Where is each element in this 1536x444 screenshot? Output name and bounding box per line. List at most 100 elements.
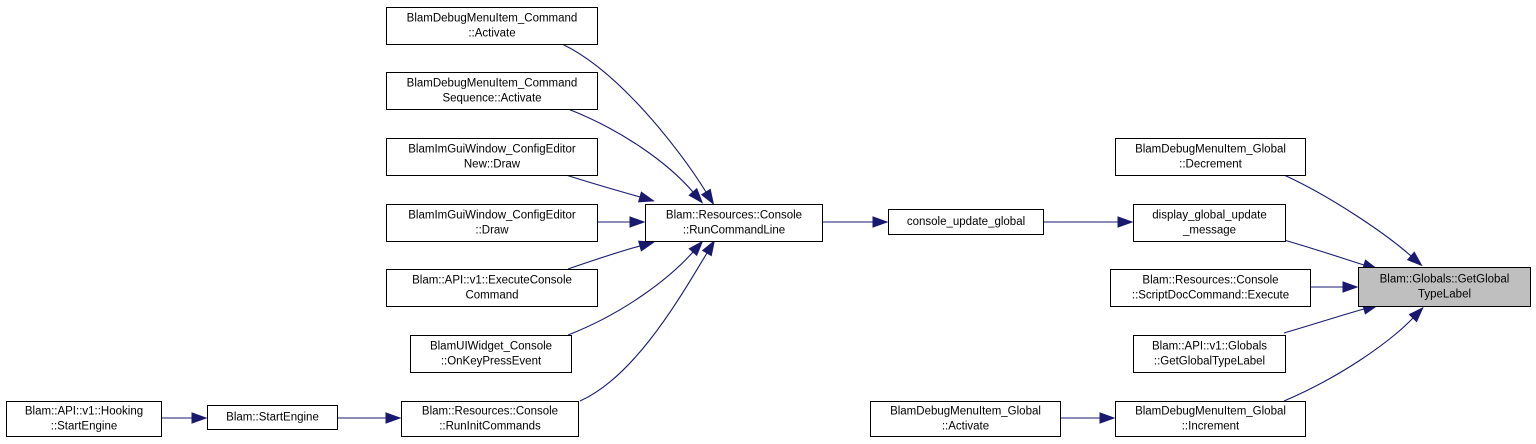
node-box — [386, 204, 598, 242]
edge-global_decrement-to-target — [1283, 174, 1423, 267]
node-label-line: ::RunCommandLine — [683, 225, 785, 237]
node-cmd-activate[interactable]: BlamDebugMenuItem_Command::Activate — [386, 7, 598, 45]
edge-scriptdoc_exec-to-target — [1310, 281, 1359, 293]
edge-line — [565, 174, 641, 198]
node-box — [386, 7, 598, 45]
node-box — [386, 72, 598, 110]
node-label-line: console_update_global — [907, 216, 1025, 228]
edge-line — [1283, 239, 1365, 266]
edge-cfgnew_draw-to-run_cmdline — [565, 174, 655, 203]
node-label-line: BlamUIWidget_Console — [430, 341, 552, 353]
node-label-line: ::StartEngine — [51, 421, 117, 433]
node-box — [1115, 401, 1306, 437]
node-label-line: BlamDebugMenuItem_Global — [890, 406, 1041, 418]
node-label-line: BlamDebugMenuItem_Global — [1135, 406, 1286, 418]
edge-cfg_draw-to-run_cmdline — [597, 216, 646, 228]
node-display-update[interactable]: display_global_update _message — [1133, 204, 1286, 242]
node-label-line: Blam::Resources::Console — [666, 210, 802, 222]
node-label-line: ::OnKeyPressEvent — [441, 356, 542, 368]
node-label-line: Sequence::Activate — [442, 93, 541, 105]
node-label-line: ::RunInitCommands — [439, 421, 541, 433]
node-global-activate[interactable]: BlamDebugMenuItem_Global::Activate — [870, 401, 1061, 437]
edge-line — [1283, 317, 1414, 402]
arrowhead — [191, 412, 208, 424]
node-label-line: ::Decrement — [1179, 159, 1242, 171]
edge-hooking_start-to-start_engine — [161, 412, 208, 424]
node-run-cmdline[interactable]: Blam::Resources::Console::RunCommandLine — [645, 204, 823, 242]
arrowhead — [637, 191, 655, 203]
node-box — [1358, 267, 1531, 307]
node-label-line: _message — [1182, 225, 1236, 237]
node-box — [386, 138, 598, 176]
edge-run_init-to-run_cmdline — [579, 239, 716, 402]
node-box — [6, 401, 162, 437]
arrowhead — [1408, 306, 1424, 323]
node-label-line: Blam::API::v1::ExecuteConsole — [412, 275, 572, 287]
nodes-layer: BlamDebugMenuItem_Command::ActivateBlamD… — [6, 7, 1531, 437]
node-cfg-draw[interactable]: BlamImGuiWindow_ConfigEditor::Draw — [386, 204, 598, 242]
node-box — [1110, 269, 1311, 307]
node-api-globals[interactable]: Blam::API::v1::Globals::GetGlobalTypeLab… — [1133, 335, 1286, 373]
edge-line — [1283, 174, 1412, 257]
node-label-line: ::GetGlobalTypeLabel — [1154, 356, 1265, 368]
arrowhead — [1406, 251, 1423, 267]
node-label-line: display_global_update — [1152, 210, 1266, 222]
edge-line — [567, 251, 694, 336]
node-box — [386, 269, 598, 307]
arrowhead — [700, 188, 715, 206]
node-box — [888, 209, 1044, 235]
edge-console_update-to-display_update — [1043, 216, 1134, 228]
node-label-line: Blam::Resources::Console — [422, 406, 558, 418]
node-label-line: TypeLabel — [1418, 289, 1471, 301]
node-label-line: BlamDebugMenuItem_Command — [407, 13, 578, 25]
edge-uiwidget_keypress-to-run_cmdline — [567, 240, 704, 336]
edge-run_cmdline-to-console_update — [822, 216, 889, 228]
arrowhead — [638, 240, 655, 252]
node-box — [870, 401, 1061, 437]
node-label-line: Blam::API::v1::Hooking — [25, 406, 143, 418]
arrowhead — [1342, 281, 1359, 293]
edge-line — [561, 43, 707, 193]
node-hooking-start[interactable]: Blam::API::v1::Hooking::StartEngine — [6, 401, 162, 437]
node-cmdseq-activate[interactable]: BlamDebugMenuItem_CommandSequence::Activ… — [386, 72, 598, 110]
edge-api_execcmd-to-run_cmdline — [567, 240, 655, 270]
node-label-line: Blam::StartEngine — [226, 412, 319, 424]
edge-line — [567, 245, 641, 270]
arrowhead — [688, 187, 704, 204]
edge-line — [567, 108, 694, 193]
node-run-init[interactable]: Blam::Resources::Console::RunInitCommand… — [401, 401, 579, 437]
edge-line — [1283, 308, 1365, 334]
edge-start_engine-to-run_init — [337, 412, 402, 424]
node-box — [410, 335, 572, 373]
node-box — [1133, 335, 1286, 373]
node-start-engine[interactable]: Blam::StartEngine — [207, 405, 338, 430]
node-box — [1115, 138, 1306, 176]
arrowhead — [872, 216, 889, 228]
edge-global_increment-to-target — [1283, 306, 1424, 402]
node-label-line: BlamDebugMenuItem_Global — [1135, 144, 1286, 156]
node-box — [401, 401, 579, 437]
node-label-line: ::Activate — [468, 28, 515, 40]
edge-display_update-to-target — [1283, 239, 1379, 271]
node-label-line: Blam::Resources::Console — [1142, 275, 1278, 287]
node-label-line: BlamImGuiWindow_ConfigEditor — [408, 144, 576, 156]
node-scriptdoc-exec[interactable]: Blam::Resources::Console::ScriptDocComma… — [1110, 269, 1311, 307]
edge-global_activate-to-global_increment — [1060, 412, 1116, 424]
arrowhead — [385, 412, 402, 424]
edge-line — [579, 252, 708, 402]
node-global-decrement[interactable]: BlamDebugMenuItem_Global::Decrement — [1115, 138, 1306, 176]
node-global-increment[interactable]: BlamDebugMenuItem_Global::Increment — [1115, 401, 1306, 437]
arrowhead — [701, 239, 716, 257]
node-uiwidget-keypress[interactable]: BlamUIWidget_Console::OnKeyPressEvent — [410, 335, 572, 373]
node-label-line: Blam::API::v1::Globals — [1152, 341, 1267, 353]
arrowhead — [688, 240, 704, 257]
node-target[interactable]: Blam::Globals::GetGlobalTypeLabel — [1358, 267, 1531, 307]
node-box — [1133, 204, 1286, 242]
node-box — [207, 405, 338, 430]
arrowhead — [1099, 412, 1116, 424]
node-console-update[interactable]: console_update_global — [888, 209, 1044, 235]
arrowhead — [1117, 216, 1134, 228]
